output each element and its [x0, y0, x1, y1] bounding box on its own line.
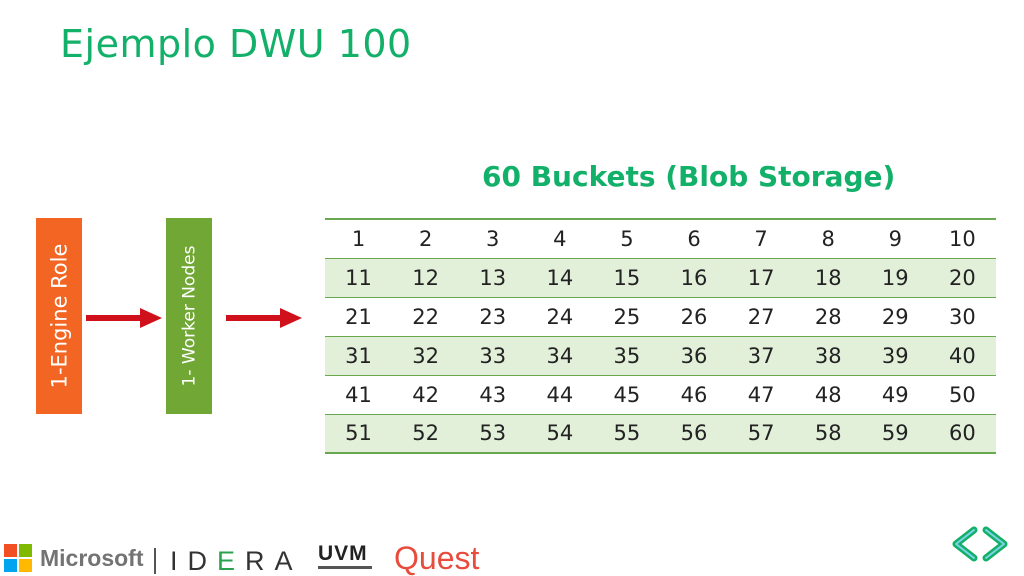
uvm-logo-underline: [318, 566, 372, 569]
prev-next-chevrons-icon[interactable]: [950, 524, 1010, 564]
slide-title: Ejemplo DWU 100: [60, 22, 412, 66]
bucket-cell: 55: [593, 413, 661, 454]
bucket-cell: 11: [325, 257, 393, 298]
bucket-cell: 37: [727, 335, 795, 376]
bucket-cell: 40: [928, 335, 996, 376]
idera-logo: IDERA: [170, 546, 303, 576]
bucket-cell: 28: [814, 304, 842, 329]
bucket-cell: 9: [888, 226, 902, 251]
bucket-cell: 22: [412, 304, 439, 329]
logo-divider: [154, 548, 156, 574]
bucket-cell: 51: [325, 413, 393, 454]
bucket-cell: 27: [747, 304, 775, 329]
bucket-cell: 18: [794, 257, 862, 298]
bucket-cell: 54: [526, 413, 594, 454]
bucket-cell: 3: [486, 226, 500, 251]
worker-nodes-box: 1- Worker Nodes: [166, 218, 212, 414]
bucket-cell: 38: [794, 335, 862, 376]
bucket-cell: 21: [345, 304, 372, 329]
bucket-cell: 23: [479, 304, 507, 329]
bucket-cell: 35: [593, 335, 661, 376]
bucket-cell: 17: [727, 257, 795, 298]
bucket-cell: 58: [794, 413, 862, 454]
footer-logos: Microsoft IDERA UVM Quest: [0, 530, 1024, 576]
bucket-cell: 29: [881, 304, 909, 329]
bucket-cell: 33: [459, 335, 527, 376]
bucket-cell: 10: [949, 226, 976, 251]
worker-nodes-label: 1- Worker Nodes: [179, 245, 199, 387]
bucket-cell: 44: [546, 382, 574, 407]
engine-role-label: 1-Engine Role: [47, 243, 71, 389]
table-row: 1 2 3 4 5 6 7 8 9 10: [325, 219, 996, 258]
bucket-cell: 24: [546, 304, 574, 329]
bucket-cell: 47: [747, 382, 775, 407]
bucket-cell: 16: [660, 257, 728, 298]
bucket-cell: 60: [928, 413, 996, 454]
table-row: 21 22 23 24 25 26 27 28 29 30: [325, 297, 996, 336]
bucket-cell: 30: [949, 304, 976, 329]
bucket-cell: 8: [821, 226, 835, 251]
bucket-cell: 48: [814, 382, 842, 407]
bucket-cell: 1: [351, 226, 366, 251]
bucket-cell: 50: [949, 382, 976, 407]
bucket-cell: 53: [459, 413, 527, 454]
table-row: 41 42 43 44 45 46 47 48 49 50: [325, 375, 996, 414]
bucket-cell: 32: [392, 335, 460, 376]
bucket-cell: 56: [660, 413, 728, 454]
right-arrow-icon: [226, 308, 302, 328]
quest-logo: Quest: [394, 540, 480, 576]
engine-role-box: 1-Engine Role: [36, 218, 82, 414]
bucket-cell: 25: [613, 304, 641, 329]
bucket-cell: 14: [526, 257, 594, 298]
bucket-cell: 59: [861, 413, 929, 454]
right-arrow-icon: [86, 308, 162, 328]
bucket-cell: 39: [861, 335, 929, 376]
bucket-cell: 31: [325, 335, 393, 376]
bucket-cell: 13: [459, 257, 527, 298]
bucket-cell: 49: [881, 382, 909, 407]
bucket-cell: 36: [660, 335, 728, 376]
bucket-cell: 15: [593, 257, 661, 298]
bucket-cell: 45: [613, 382, 641, 407]
bucket-cell: 2: [418, 226, 433, 251]
bucket-cell: 41: [345, 382, 372, 407]
bucket-cell: 46: [680, 382, 708, 407]
bucket-cell: 52: [392, 413, 460, 454]
bucket-cell: 6: [687, 226, 701, 251]
microsoft-windows-icon: [4, 544, 32, 572]
bucket-cell: 26: [680, 304, 708, 329]
bucket-cell: 43: [479, 382, 507, 407]
uvm-logo: UVM: [318, 542, 368, 565]
bucket-cell: 57: [727, 413, 795, 454]
table-title: 60 Buckets (Blob Storage): [482, 160, 896, 193]
bucket-cell: 12: [392, 257, 460, 298]
bucket-cell: 19: [861, 257, 929, 298]
bucket-cell: 4: [553, 226, 567, 251]
bucket-cell: 34: [526, 335, 594, 376]
bucket-cell: 42: [412, 382, 439, 407]
microsoft-wordmark: Microsoft: [40, 544, 144, 571]
bucket-cell: 7: [754, 226, 768, 251]
microsoft-logo: Microsoft: [4, 544, 144, 572]
bucket-cell: 20: [928, 257, 996, 298]
bucket-cell: 5: [620, 226, 634, 251]
